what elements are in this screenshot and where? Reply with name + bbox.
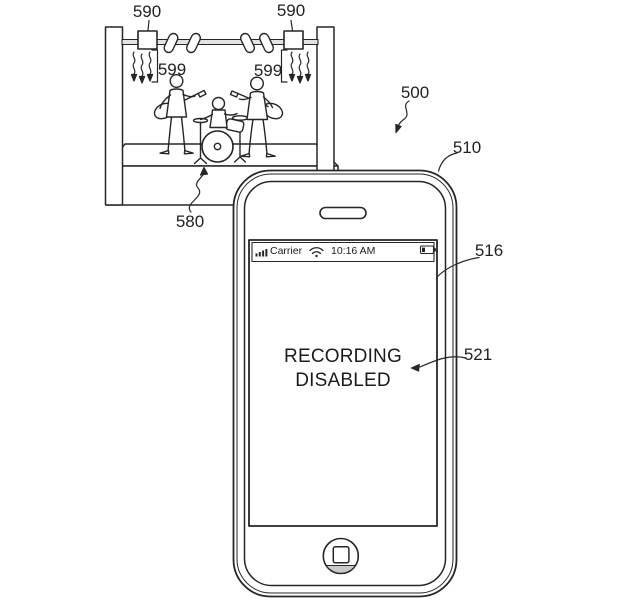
time-label: 10:16 AM (331, 245, 376, 257)
earpiece-speaker-icon (320, 208, 366, 219)
ref-label-516: 516 (474, 241, 504, 260)
ref-label-599-left: 599 (157, 60, 187, 79)
leader-516 (438, 258, 480, 277)
guitarist-right (231, 77, 286, 157)
brace-left (152, 50, 158, 82)
leader-500 (396, 101, 409, 133)
ref-label-521: 521 (463, 345, 493, 364)
ref-label-510: 510 (452, 138, 482, 157)
ir-emitter-right-icon (284, 31, 303, 49)
screen-message-line2: DISABLED (295, 370, 391, 391)
home-button-icon (323, 539, 358, 574)
phone-screen (249, 240, 437, 526)
wifi-icon (310, 248, 323, 258)
status-bar (252, 243, 436, 262)
phone-front-face (245, 182, 446, 586)
battery-icon (421, 246, 436, 254)
band (152, 75, 285, 164)
leader-510 (439, 153, 458, 171)
drummer (194, 98, 248, 164)
brace-right (282, 50, 288, 82)
stage-light-icon (163, 32, 180, 54)
ref-label-590-left: 590 (132, 2, 162, 21)
stage-light-icon (185, 32, 202, 54)
leader-lines (148, 21, 479, 372)
stage-light-icon (258, 32, 275, 54)
phone-device (234, 171, 457, 597)
truss-post-left (106, 27, 123, 205)
leader-590-left (148, 21, 149, 31)
leader-590-right (291, 21, 293, 31)
ref-label-590-right: 590 (276, 1, 306, 20)
leader-580 (189, 168, 207, 213)
truss-bar (122, 40, 318, 45)
carrier-label: Carrier (270, 245, 303, 257)
ir-waves-left-icon (131, 52, 152, 83)
ir-emitter-left-icon (138, 31, 157, 49)
ref-label-580: 580 (175, 212, 205, 231)
ref-label-500: 500 (400, 83, 430, 102)
screen-message: RECORDING DISABLED (249, 345, 437, 393)
guitarist-left (152, 75, 206, 154)
signal-bars-icon (255, 249, 268, 257)
stage-lights (163, 32, 275, 54)
leader-521 (412, 357, 467, 371)
ref-label-599-right: 599 (253, 61, 283, 80)
stage-light-icon (239, 32, 256, 54)
screen-message-line1: RECORDING (284, 346, 402, 367)
ir-waves-right-icon (289, 52, 310, 83)
